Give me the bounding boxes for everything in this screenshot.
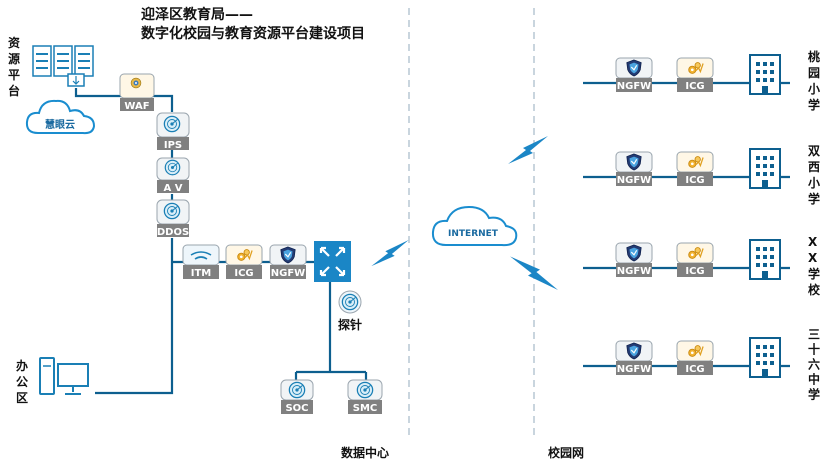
- core-switch-icon: [314, 241, 351, 282]
- school-name-char: 小: [808, 175, 820, 190]
- ngfw-device: NGFW: [615, 242, 653, 277]
- title-line-1: 迎泽区教育局——: [141, 6, 253, 23]
- ngfw-device-dc: NGFW: [269, 244, 307, 279]
- building-icon: [749, 54, 781, 95]
- icg-device: ICG: [676, 151, 714, 186]
- cloud-icon: [25, 99, 96, 135]
- icg-label: ICG: [685, 175, 704, 186]
- zone-label-datacenter: 数据中心: [341, 445, 389, 460]
- school-name-char: 校: [808, 282, 821, 297]
- ngfw-label: NGFW: [617, 364, 651, 375]
- link-bolt-dc: [371, 240, 409, 267]
- datacenter-links: [74, 88, 368, 395]
- school-name-char: 桃: [808, 49, 820, 64]
- school-name-char: 十: [808, 342, 820, 357]
- resource-platform-char-4: 台: [8, 83, 20, 98]
- itm-device: ITM: [182, 244, 220, 279]
- school-name-char: 中: [808, 372, 820, 387]
- office-char-3: 区: [16, 391, 28, 405]
- soc-label: SOC: [285, 403, 308, 414]
- icg-device: ICG: [676, 57, 714, 92]
- ips-device: IPS: [156, 112, 190, 151]
- probe-label: 探针: [338, 317, 362, 332]
- waf-label: WAF: [124, 101, 149, 112]
- school-name-char: 园: [808, 66, 820, 80]
- icg-label: ICG: [685, 364, 704, 375]
- server-icon: [32, 45, 94, 87]
- av-device: A V: [156, 157, 190, 194]
- school-name-char: 六: [808, 357, 820, 372]
- smc-label: SMC: [353, 403, 378, 414]
- ddos-label: DDOS: [157, 227, 189, 238]
- office-char-1: 办: [16, 358, 28, 373]
- school-name-char: 双: [808, 144, 820, 158]
- internet-cloud-icon: [431, 205, 518, 247]
- ips-label: IPS: [164, 140, 182, 151]
- school-name-char: X: [808, 251, 818, 265]
- school-name-char: 三: [808, 328, 820, 342]
- icg-label: ICG: [685, 266, 704, 277]
- smc-device: SMC: [347, 379, 383, 414]
- title-line-2: 数字化校园与教育资源平台建设项目: [141, 25, 365, 42]
- ngfw-label: NGFW: [617, 266, 651, 277]
- office-char-2: 公: [16, 375, 28, 389]
- ngfw-device: NGFW: [615, 151, 653, 186]
- zone-label-campus: 校园网: [548, 445, 584, 460]
- building-icon: [749, 239, 781, 280]
- ngfw-label-dc: NGFW: [271, 268, 305, 279]
- internet-label: INTERNET: [448, 229, 499, 239]
- soc-device: SOC: [280, 379, 314, 414]
- ngfw-label: NGFW: [617, 81, 651, 92]
- school-name-char: 学: [808, 387, 820, 402]
- school-name-char: 学: [808, 97, 820, 112]
- itm-label: ITM: [191, 268, 212, 279]
- office-label: 办 公 区: [16, 358, 28, 405]
- ddos-device: DDOS: [156, 199, 190, 238]
- link-bolt-top: [508, 136, 548, 164]
- ngfw-device: NGFW: [615, 57, 653, 92]
- building-icon: [749, 337, 781, 378]
- resource-platform-char-3: 平: [8, 68, 20, 82]
- icg-label-dc: ICG: [234, 268, 253, 279]
- cloud-label: 慧眼云: [45, 118, 75, 131]
- ngfw-device: NGFW: [615, 340, 653, 375]
- school-name-char: 学: [808, 266, 820, 281]
- school-name-char: 小: [808, 81, 820, 96]
- icg-label: ICG: [685, 81, 704, 92]
- ngfw-label: NGFW: [617, 175, 651, 186]
- icg-device: ICG: [676, 340, 714, 375]
- resource-platform-label: 资 源 平 台: [8, 35, 20, 98]
- icg-device: ICG: [676, 242, 714, 277]
- resource-platform-char-1: 资: [8, 35, 20, 50]
- school-name-char: 学: [808, 191, 820, 206]
- school-name-char: X: [808, 235, 818, 249]
- icg-device-dc: ICG: [225, 244, 263, 279]
- school-name-char: 西: [808, 160, 820, 174]
- resource-platform-char-2: 源: [8, 51, 20, 66]
- building-icon: [749, 148, 781, 189]
- av-label: A V: [164, 183, 183, 194]
- waf-device: WAF: [119, 73, 155, 112]
- probe-icon: [338, 290, 362, 314]
- computer-icon: [39, 357, 89, 395]
